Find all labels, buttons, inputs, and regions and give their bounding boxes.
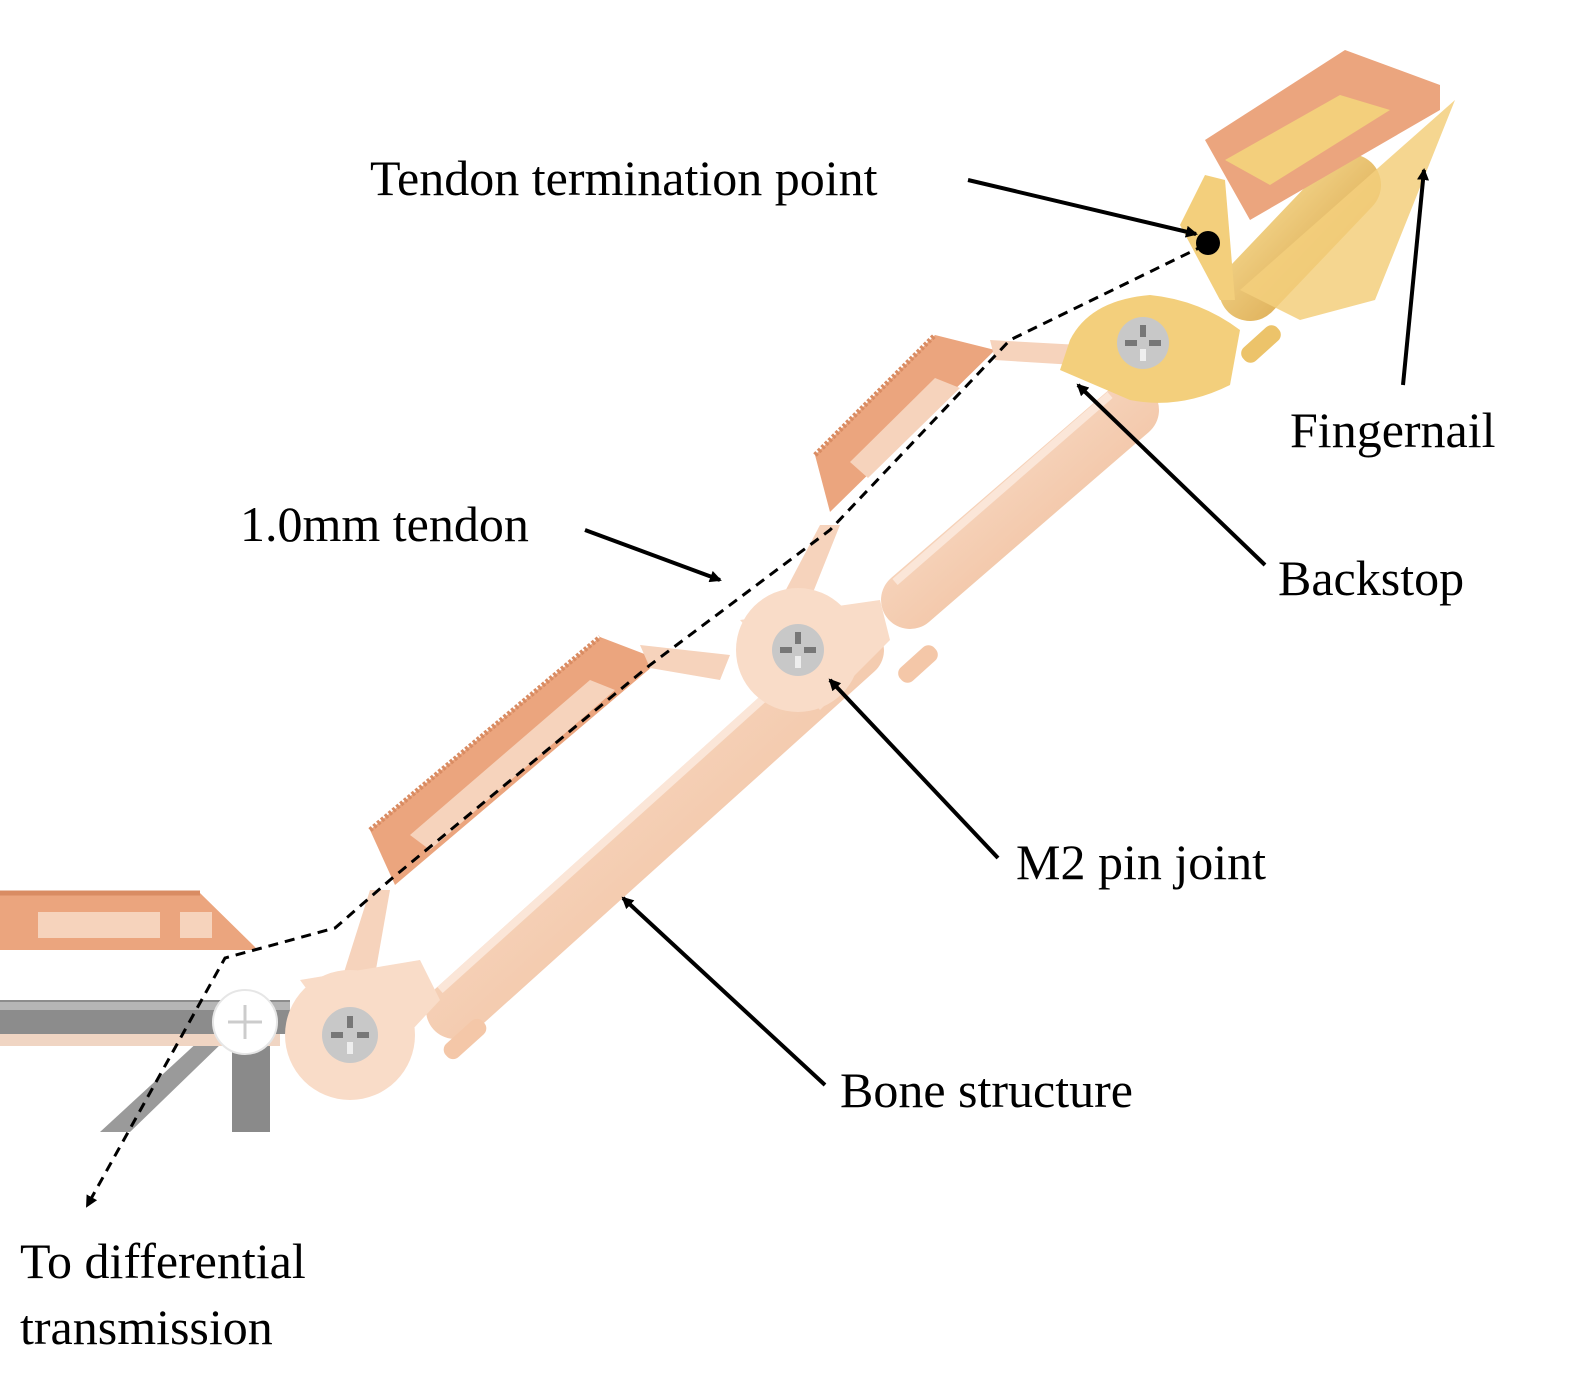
middle-pin-joint	[736, 588, 890, 712]
pad-window-2	[180, 912, 212, 938]
base-rod-highlight	[0, 1002, 290, 1010]
label-tendon-termination: Tendon termination point	[370, 150, 878, 206]
base-pin-joint	[212, 989, 278, 1055]
bone-tab-middle	[898, 645, 938, 683]
base-plate	[0, 1034, 280, 1046]
screw-slot-distal-v2	[1140, 349, 1146, 361]
bone-link-proximal	[340, 890, 390, 985]
arrow-tendon	[584, 528, 722, 583]
arrow-bone	[621, 896, 827, 1087]
screw-slot-distal-h	[1125, 340, 1137, 346]
bone-rod-middle	[881, 381, 1159, 629]
arrow-fingernail	[1401, 168, 1429, 386]
fingernail-plate	[1240, 100, 1455, 320]
pad-window-distal	[850, 378, 960, 478]
bone-rod-middle-edge	[892, 391, 1113, 586]
screw-slot-distal-v	[1140, 325, 1146, 337]
screw-distal	[1117, 317, 1169, 369]
pad-edge-middle	[368, 635, 602, 832]
label-backstop: Backstop	[1278, 550, 1465, 606]
label-fingernail: Fingernail	[1290, 402, 1496, 458]
tendon-termination-dot	[1196, 231, 1220, 255]
screw-slot-proximal-h	[331, 1032, 343, 1038]
label-to-differential: To differential transmission	[20, 1233, 306, 1355]
arrow-backstop	[1076, 383, 1267, 567]
fingertip-window	[1225, 95, 1390, 185]
pad-window	[38, 912, 160, 938]
label-bone-structure: Bone structure	[840, 1062, 1133, 1118]
screw-middle	[772, 624, 824, 676]
middle-skin-pad	[368, 635, 730, 885]
screw-slot-proximal-h2	[357, 1032, 369, 1038]
distal-tab	[1241, 325, 1281, 363]
screw-slot-distal-h2	[1149, 340, 1161, 346]
arrow-pin-joint	[828, 678, 1000, 860]
tendon-path	[85, 243, 1206, 1208]
pad-window-middle	[410, 680, 615, 850]
screw-proximal	[322, 1007, 378, 1063]
base-leg-vertical	[232, 1040, 270, 1132]
screw-slot-proximal-v	[347, 1016, 353, 1028]
screw-slot-middle-v	[795, 632, 801, 644]
label-pin-joint: M2 pin joint	[1016, 834, 1267, 890]
distal-skin-pad	[813, 333, 1080, 512]
screw-slot-middle-h	[780, 647, 792, 653]
base-leg-diagonal	[100, 1040, 225, 1132]
label-tendon: 1.0mm tendon	[240, 496, 529, 552]
pad-strut-distal	[990, 340, 1080, 365]
bone-tab-proximal	[443, 1018, 487, 1060]
proximal-pin-joint	[285, 960, 440, 1100]
proximal-skin-pad	[0, 890, 258, 950]
pad-edge-distal	[813, 333, 937, 457]
distal-segment	[1060, 50, 1455, 403]
arrow-tendon-termination	[967, 178, 1198, 238]
screw-slot-middle-h2	[804, 647, 816, 653]
screw-slot-middle-v2	[795, 656, 801, 668]
screw-slot-proximal-v2	[347, 1042, 353, 1054]
